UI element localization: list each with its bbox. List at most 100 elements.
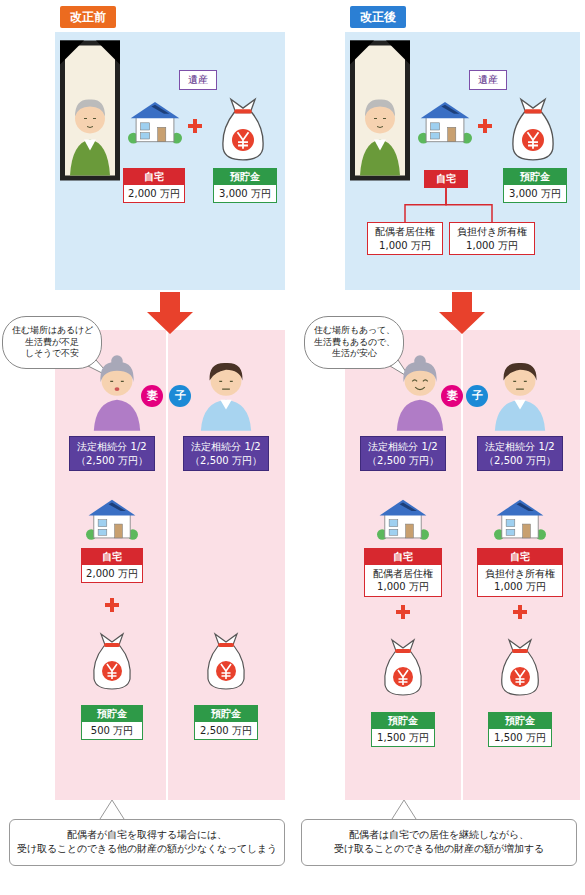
box-text: 1,500 万円 xyxy=(489,729,551,747)
role-badge: 子 xyxy=(466,385,488,407)
money-bag xyxy=(502,640,539,695)
box-text: 配偶者居住権 1,000 万円 xyxy=(371,225,439,252)
portrait xyxy=(60,41,120,181)
box-text: 預貯金 xyxy=(489,713,551,729)
box-text: 配偶者は自宅での居住を継続しながら、 受け取ることのできる他の財産の額が増加する xyxy=(306,828,572,857)
box-text: 2,000 万円 xyxy=(82,565,142,583)
plus-sign xyxy=(188,119,202,133)
panel xyxy=(55,330,166,800)
box-text: 妻 xyxy=(141,385,163,407)
speech-bubble: 住む場所はあるけど 生活費が不足 しそうで不安 xyxy=(2,316,102,369)
share-box: 法定相続分 1/2 （2,500 万円） xyxy=(183,436,269,471)
box-text: 法定相続分 1/2 （2,500 万円） xyxy=(480,440,560,467)
box-text: 法定相続分 1/2 （2,500 万円） xyxy=(363,440,443,467)
box-text: 負担付き所有権 1,000 万円 xyxy=(453,225,531,252)
box-text: 改正前 xyxy=(64,9,112,25)
money-bag xyxy=(513,99,553,160)
asset-box: 自宅2,000 万円 xyxy=(123,168,185,203)
wife-figure xyxy=(397,355,443,430)
money-bag xyxy=(385,640,422,695)
box-text: 預貯金 xyxy=(504,169,566,185)
house-icon xyxy=(128,102,182,143)
box-text: 子 xyxy=(466,385,488,407)
box-text: 預貯金 xyxy=(372,713,434,729)
speech-bubble: 住む場所もあって、 生活費もあるので、 生活が安心 xyxy=(304,316,404,369)
note-tail xyxy=(392,800,416,819)
panel xyxy=(168,330,285,800)
house-icon xyxy=(494,500,546,540)
estate-label: 遺産 xyxy=(179,70,217,90)
panel xyxy=(345,32,580,290)
box-text: 配偶者が自宅を取得する場合には、 受け取ることのできる他の財産の額が少なくなって… xyxy=(14,828,280,857)
estate-label: 遺産 xyxy=(469,70,507,90)
plus-sign xyxy=(396,605,410,619)
box-text: 法定相続分 1/2 （2,500 万円） xyxy=(72,440,152,467)
asset-box: 自宅2,000 万円 xyxy=(81,548,143,583)
asset-box: 預貯金1,500 万円 xyxy=(488,712,552,747)
right-box: 配偶者居住権 1,000 万円 xyxy=(367,222,443,255)
box-text: 負担付き所有権 1,000 万円 xyxy=(478,565,562,596)
child-figure xyxy=(495,363,545,431)
tab-label: 改正後 xyxy=(350,6,406,28)
box-text: 自宅 xyxy=(124,169,184,185)
house-icon xyxy=(377,500,429,540)
box-text: 自宅 xyxy=(365,549,441,565)
house-icon xyxy=(418,102,472,143)
box-text: 子 xyxy=(169,385,191,407)
house-icon xyxy=(86,500,138,540)
right-box: 負担付き所有権 1,000 万円 xyxy=(449,222,535,255)
box-text: 1,500 万円 xyxy=(372,729,434,747)
child-figure xyxy=(201,363,251,431)
role-badge: 子 xyxy=(169,385,191,407)
box-text: 法定相続分 1/2 （2,500 万円） xyxy=(186,440,266,467)
note-tail xyxy=(100,800,124,819)
asset-box: 預貯金500 万円 xyxy=(81,705,143,740)
asset-box: 預貯金2,500 万円 xyxy=(194,705,258,740)
portrait xyxy=(350,41,410,181)
money-bag xyxy=(94,634,131,689)
note-box: 配偶者は自宅での居住を継続しながら、 受け取ることのできる他の財産の額が増加する xyxy=(301,819,577,866)
share-box: 法定相続分 1/2 （2,500 万円） xyxy=(69,436,155,471)
asset-box: 自宅 xyxy=(424,170,468,188)
plus-sign xyxy=(513,605,527,619)
box-text: 配偶者居住権 1,000 万円 xyxy=(365,565,441,596)
asset-box: 預貯金3,000 万円 xyxy=(503,168,567,203)
box-text: 遺産 xyxy=(182,73,214,87)
box-text: 2,500 万円 xyxy=(195,722,257,740)
asset-box: 自宅負担付き所有権 1,000 万円 xyxy=(477,548,563,597)
panel xyxy=(463,330,580,800)
box-text: 住む場所もあって、 生活費もあるので、 生活が安心 xyxy=(312,325,396,360)
tab-label: 改正前 xyxy=(60,6,116,28)
share-box: 法定相続分 1/2 （2,500 万円） xyxy=(477,436,563,471)
box-text: 500 万円 xyxy=(82,722,142,740)
plus-sign xyxy=(105,598,119,612)
role-badge: 妻 xyxy=(441,385,463,407)
asset-box: 自宅配偶者居住権 1,000 万円 xyxy=(364,548,442,597)
box-text: 自宅 xyxy=(426,172,466,186)
box-text: 3,000 万円 xyxy=(504,185,566,203)
note-box: 配偶者が自宅を取得する場合には、 受け取ることのできる他の財産の額が少なくなって… xyxy=(9,819,285,866)
asset-box: 預貯金3,000 万円 xyxy=(213,168,277,203)
box-text: 預貯金 xyxy=(82,706,142,722)
money-bag xyxy=(208,634,245,689)
connector xyxy=(446,188,492,223)
asset-box: 預貯金1,500 万円 xyxy=(371,712,435,747)
box-text: 2,000 万円 xyxy=(124,185,184,203)
box-text: 預貯金 xyxy=(214,169,276,185)
box-text: 遺産 xyxy=(472,73,504,87)
box-text: 妻 xyxy=(441,385,463,407)
box-text: 住む場所はあるけど 生活費が不足 しそうで不安 xyxy=(10,325,94,360)
role-badge: 妻 xyxy=(141,385,163,407)
money-bag xyxy=(223,99,263,160)
share-box: 法定相続分 1/2 （2,500 万円） xyxy=(360,436,446,471)
panel xyxy=(55,32,285,290)
box-text: 預貯金 xyxy=(195,706,257,722)
box-text: 自宅 xyxy=(478,549,562,565)
plus-sign xyxy=(478,119,492,133)
connector xyxy=(405,188,446,223)
box-text: 改正後 xyxy=(354,9,402,25)
wife-figure xyxy=(94,355,140,430)
down-arrow xyxy=(439,292,485,334)
box-text: 自宅 xyxy=(82,549,142,565)
down-arrow xyxy=(147,292,193,334)
